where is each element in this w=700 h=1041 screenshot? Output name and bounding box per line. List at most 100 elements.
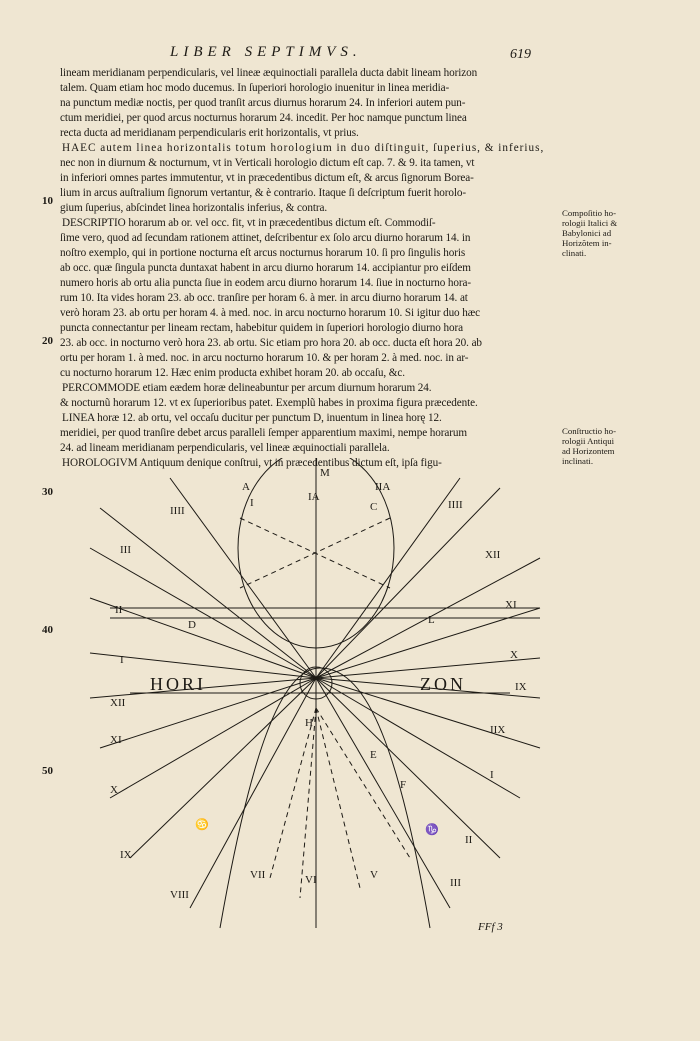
side-note-line: rologii Antiqui bbox=[562, 436, 615, 446]
text-line: na punctum mediæ noctis, per quod tranſi… bbox=[60, 97, 466, 109]
margin-line-number: 40 bbox=[42, 624, 53, 636]
diagram-letter: F bbox=[400, 779, 406, 791]
hour-numeral: X bbox=[510, 649, 518, 661]
text-line: recta ducta ad meridianam perpendiculari… bbox=[60, 127, 359, 139]
text-line: lineam meridianam perpendicularis, vel l… bbox=[60, 67, 478, 79]
side-note-antique-dial: Conſtructio ho- rologii Antiqui ad Horiz… bbox=[562, 426, 622, 466]
text-line: ab occ. quæ ſingula puncta duntaxat habe… bbox=[60, 262, 471, 274]
diagram-letter: H bbox=[305, 717, 313, 729]
hour-line bbox=[315, 677, 451, 909]
hour-line bbox=[315, 677, 501, 859]
hour-line bbox=[315, 477, 461, 679]
text-line: verò horam 23. ab ortu per horam 4. à me… bbox=[60, 307, 480, 319]
side-note-line: Compoſitio ho- bbox=[562, 208, 617, 218]
text-line: 23. ab occ. in nocturno verò hora 23. ab… bbox=[60, 337, 482, 349]
hour-numeral: V bbox=[370, 869, 378, 881]
text-line: ſime vero, quod ad ſecundam rationem att… bbox=[60, 232, 471, 244]
text-line: in inferiori omnes partes immutentur, vt… bbox=[60, 172, 474, 184]
hour-numeral: XII bbox=[110, 697, 126, 709]
hour-line bbox=[99, 677, 317, 749]
dashed-line bbox=[315, 707, 411, 859]
text-line: meridiei, per quod tranſire debet arcus … bbox=[60, 427, 467, 439]
dashed-line bbox=[299, 707, 317, 899]
diagram-letter: A bbox=[242, 481, 250, 493]
dashed-lines bbox=[239, 517, 411, 899]
hour-numeral: XI bbox=[110, 734, 122, 746]
hour-line bbox=[315, 557, 541, 679]
diagram-letter: M bbox=[320, 467, 330, 479]
text-line: HAEC autem linea horizontalis totum horo… bbox=[62, 142, 545, 154]
hour-line bbox=[169, 477, 317, 679]
hour-numeral: XII bbox=[485, 549, 501, 561]
dashed-line bbox=[239, 517, 391, 589]
hour-numeral: X bbox=[110, 784, 118, 796]
text-line: 24. ad lineam meridianam perpendicularis… bbox=[60, 442, 390, 454]
side-note-line: ad Horizontem bbox=[562, 446, 615, 456]
side-note-line: Horizõtem in- bbox=[562, 238, 612, 248]
hour-line bbox=[315, 607, 541, 679]
text-line: & nocturnũ horarum 12. vt ex ſuperioribu… bbox=[60, 397, 478, 409]
page-number: 619 bbox=[510, 47, 531, 62]
hour-line bbox=[315, 657, 541, 679]
hour-numeral: I bbox=[120, 654, 124, 666]
side-note-italic-dial: Compoſitio ho- rologii Italici & Babylon… bbox=[562, 208, 622, 258]
side-note-line: rologii Italici & bbox=[562, 218, 618, 228]
hour-line bbox=[109, 677, 317, 799]
hour-numeral: IX bbox=[515, 681, 527, 693]
text-line: numero horis ab ortu alia puncta ſiue in… bbox=[60, 277, 472, 289]
dashed-line bbox=[269, 707, 317, 879]
text-line: rum 10. Ita vides horam 23. ab occ. tran… bbox=[60, 292, 468, 304]
hour-numeral: VI bbox=[305, 874, 317, 886]
text-line: LINEA horæ 12. ab ortu, vel occaſu ducit… bbox=[62, 412, 442, 424]
diagram-letter: C bbox=[370, 501, 377, 513]
diagram-letter: IIA bbox=[375, 481, 390, 493]
margin-line-number: 30 bbox=[42, 486, 53, 498]
running-head: LIBER SEPTIMVS. bbox=[170, 44, 362, 60]
hour-numeral: III bbox=[450, 877, 461, 889]
side-note-line: inclinati. bbox=[562, 456, 594, 466]
hour-numeral: II bbox=[115, 604, 123, 616]
side-note-line: Conſtructio ho- bbox=[562, 426, 616, 436]
text-line: cu nocturno horarum 12. Hæc enim product… bbox=[60, 367, 405, 379]
text-line: ctum meridiei, per quod arcus nocturnus … bbox=[60, 112, 467, 124]
hour-line bbox=[315, 487, 501, 679]
hour-numeral: XI bbox=[505, 599, 517, 611]
margin-line-number: 20 bbox=[42, 335, 53, 347]
hour-numeral: IX bbox=[120, 849, 132, 861]
diagram-letter: E bbox=[370, 749, 377, 761]
hour-line bbox=[89, 677, 317, 699]
hour-line bbox=[89, 652, 317, 679]
dashed-line bbox=[315, 707, 361, 889]
zodiac-sign: ♑ bbox=[425, 823, 439, 836]
side-note-line: Babylonici ad bbox=[562, 228, 612, 238]
text-line: DESCRIPTIO horarum ab or. vel occ. fit, … bbox=[62, 217, 436, 229]
diagram-letter: D bbox=[188, 619, 196, 631]
text-line: puncta connectantur per lineam rectam, h… bbox=[60, 322, 463, 334]
diagram-letter: I bbox=[250, 497, 254, 509]
hour-numeral: IIII bbox=[170, 505, 185, 517]
hour-numeral: I bbox=[490, 769, 494, 781]
hour-numeral: IIX bbox=[490, 724, 505, 736]
text-line: HOROLOGIVM Antiquum denique conſtrui, vt… bbox=[62, 457, 442, 469]
hour-numeral: VIII bbox=[170, 889, 189, 901]
hour-line bbox=[89, 547, 317, 679]
text-line: noſtro exemplo, qui in portione nocturna… bbox=[60, 247, 466, 259]
sundial-diagram: HORI ZON M IA I IIA A C L D E F H IIII I… bbox=[89, 458, 541, 929]
lower-arc bbox=[219, 667, 431, 929]
diagram-letter: L bbox=[428, 614, 435, 626]
zodiac-sign: ♋ bbox=[195, 818, 209, 831]
signature-mark: FFf 3 bbox=[478, 921, 503, 933]
hour-numeral: II bbox=[465, 834, 473, 846]
text-line: lium in arcus auſtralium ſignorum vertan… bbox=[60, 187, 467, 199]
horizon-label-left: HORI bbox=[150, 674, 206, 694]
hour-numeral: VII bbox=[250, 869, 266, 881]
text-line: gium ſuperius, abſcindet linea horizonta… bbox=[60, 202, 328, 214]
side-note-line: clinati. bbox=[562, 248, 587, 258]
text-line: nec non in diurnum & nocturnum, vt in Ve… bbox=[60, 157, 475, 169]
margin-line-number: 10 bbox=[42, 195, 53, 207]
text-line: ortu per horam 1. à med. noc. in arcu no… bbox=[60, 352, 469, 364]
hour-numeral: III bbox=[120, 544, 131, 556]
hour-line bbox=[89, 597, 317, 679]
hour-line bbox=[315, 677, 521, 799]
